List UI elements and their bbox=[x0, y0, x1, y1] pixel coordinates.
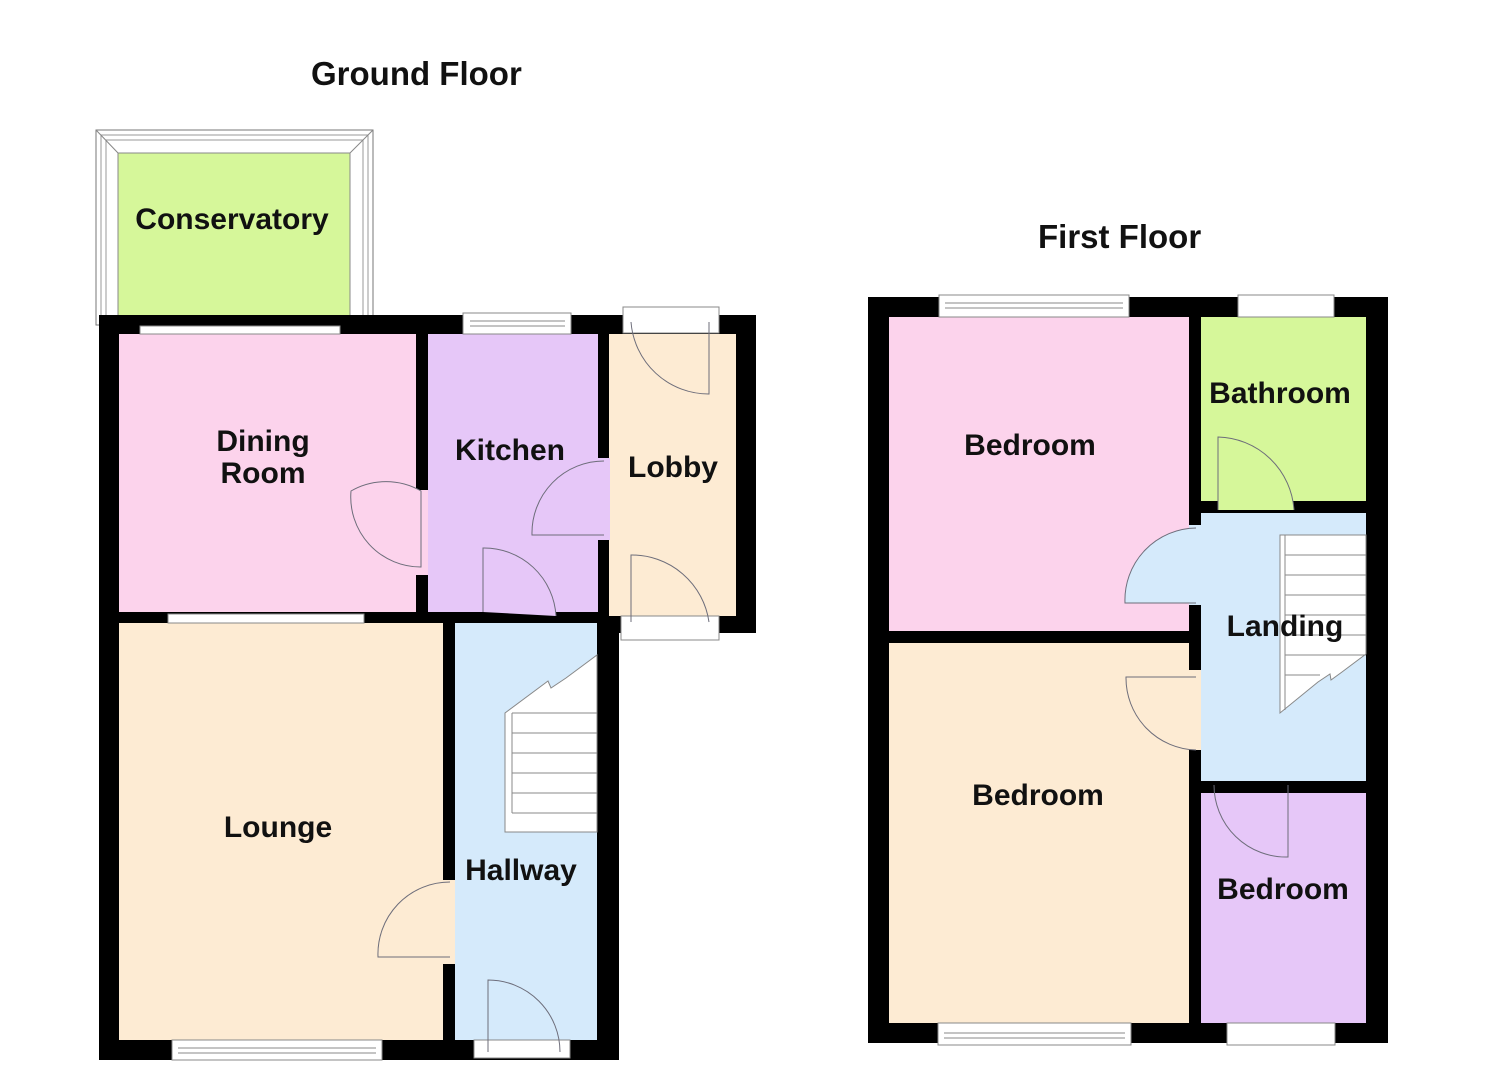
ground-stairs bbox=[504, 654, 598, 833]
conservatory-label: Conservatory bbox=[135, 203, 329, 236]
ground-floor-plan: Conservatory Dining Room Kitchen Lobby L… bbox=[95, 129, 759, 1063]
first-floor-plan: Bedroom Bathroom Landing Bedroom Bedroom bbox=[868, 294, 1388, 1046]
first-floor-title: First Floor bbox=[1038, 218, 1202, 255]
bedroom-3 bbox=[1201, 793, 1366, 1023]
bedroom-2-label: Bedroom bbox=[972, 779, 1104, 812]
bedroom-3-label: Bedroom bbox=[1217, 873, 1349, 906]
lounge bbox=[119, 623, 443, 1040]
lobby bbox=[609, 334, 736, 616]
bedroom-1-label: Bedroom bbox=[964, 429, 1096, 462]
conservatory bbox=[95, 129, 374, 326]
landing-stairs bbox=[1279, 534, 1367, 715]
lounge-label: Lounge bbox=[224, 811, 332, 844]
kitchen-label: Kitchen bbox=[455, 434, 565, 467]
dining-room bbox=[119, 334, 416, 612]
bathroom-label: Bathroom bbox=[1209, 377, 1351, 410]
ground-floor-title: Ground Floor bbox=[311, 55, 522, 92]
landing-label: Landing bbox=[1227, 610, 1344, 643]
lobby-label: Lobby bbox=[628, 451, 718, 484]
hallway-label: Hallway bbox=[465, 854, 577, 887]
dining-room-label-1: Dining bbox=[216, 425, 309, 458]
dining-room-label-2: Room bbox=[221, 457, 306, 490]
